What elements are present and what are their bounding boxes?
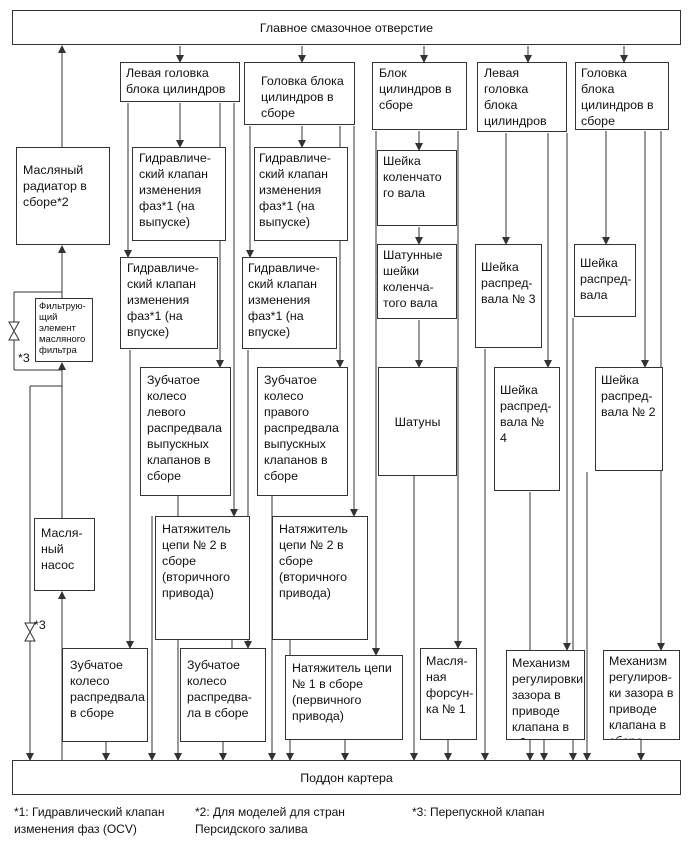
right-exhaust-camshaft-gear: Зубчатое колесо правого распредвала выпу… [257, 367, 348, 496]
camshaft-gear-right: Зубчатое колесо распредва- ла в сборе [180, 648, 266, 742]
chain-tensioner-1: Натяжитель цепи № 1 в сборе (первичного … [285, 655, 403, 740]
lash-adjuster-left: Механизм регулировки зазора в приводе кл… [506, 650, 585, 740]
ocv-intake-right: Гидравличе- ский клапан изменения фаз*1 … [242, 257, 337, 349]
ocv-exhaust-left: Гидравличе- ский клапан изменения фаз*1 … [132, 147, 226, 241]
oil-jet-1: Масля- ная форсун- ка № 1 [420, 648, 477, 740]
footnote-gulf: *2: Для моделей для стран Персидского за… [195, 805, 345, 836]
bypass-valve-symbol [8, 321, 20, 341]
crankshaft-journal: Шейка коленчато го вала [377, 150, 457, 226]
bypass-valve-mark-lower: *3 [34, 618, 46, 632]
camshaft-journal-3: Шейка распред- вала № 3 [475, 244, 542, 348]
ocv-intake-left: Гидравличе- ский клапан изменения фаз*1 … [120, 257, 218, 349]
main-oil-gallery: Главное смазочное отверстие [12, 10, 681, 45]
cylinder-head-5: Головка блока цилиндров в сборе [575, 62, 669, 130]
chain-tensioner-2-right: Натяжитель цепи № 2 в сборе (вторичного … [272, 516, 368, 640]
left-cylinder-head-1: Левая головка блока цилиндров [120, 62, 240, 102]
camshaft-gear-left: Зубчатое колесо распредвала в сборе [62, 648, 148, 742]
camshaft-journal-2: Шейка распред- вала № 2 [595, 367, 663, 471]
connecting-rods: Шатуны [378, 367, 457, 476]
cylinder-head-2: Головка блока цилиндров в сборе [244, 62, 355, 125]
left-exhaust-camshaft-gear: Зубчатое колесо левого распредвала выпус… [140, 367, 231, 496]
lash-adjuster-right: Механизм регулиров- ки зазора в приводе … [603, 650, 680, 740]
ocv-exhaust-right: Гидравличе- ский клапан изменения фаз*1 … [254, 147, 348, 241]
footnote-ocv: *1: Гидравлический клапан изменения фаз … [14, 805, 165, 836]
left-cylinder-head-4: Левая головка блока цилиндров [477, 62, 567, 132]
cylinder-block: Блок цилиндров в сборе [372, 62, 467, 130]
bypass-valve-mark-upper: *3 [18, 351, 30, 365]
oil-filter-element: Фильтрую- щий элемент масляного фильтра [35, 298, 93, 362]
chain-tensioner-2-left: Натяжитель цепи № 2 в сборе (вторичного … [155, 516, 250, 640]
bypass-valve-symbol [24, 622, 36, 642]
oil-cooler: Масляный радиатор в сборе*2 [16, 147, 110, 245]
crankpin-journals: Шатунные шейки коленча- того вала [377, 244, 457, 319]
oil-pump: Масля- ный насос [34, 518, 95, 591]
oil-pan: Поддон картера [12, 760, 681, 795]
footnote-bypass: *3: Перепускной клапан [412, 805, 545, 819]
camshaft-journal-right: Шейка распред- вала [574, 244, 636, 317]
camshaft-journal-4: Шейка распред- вала № 4 [494, 367, 560, 491]
